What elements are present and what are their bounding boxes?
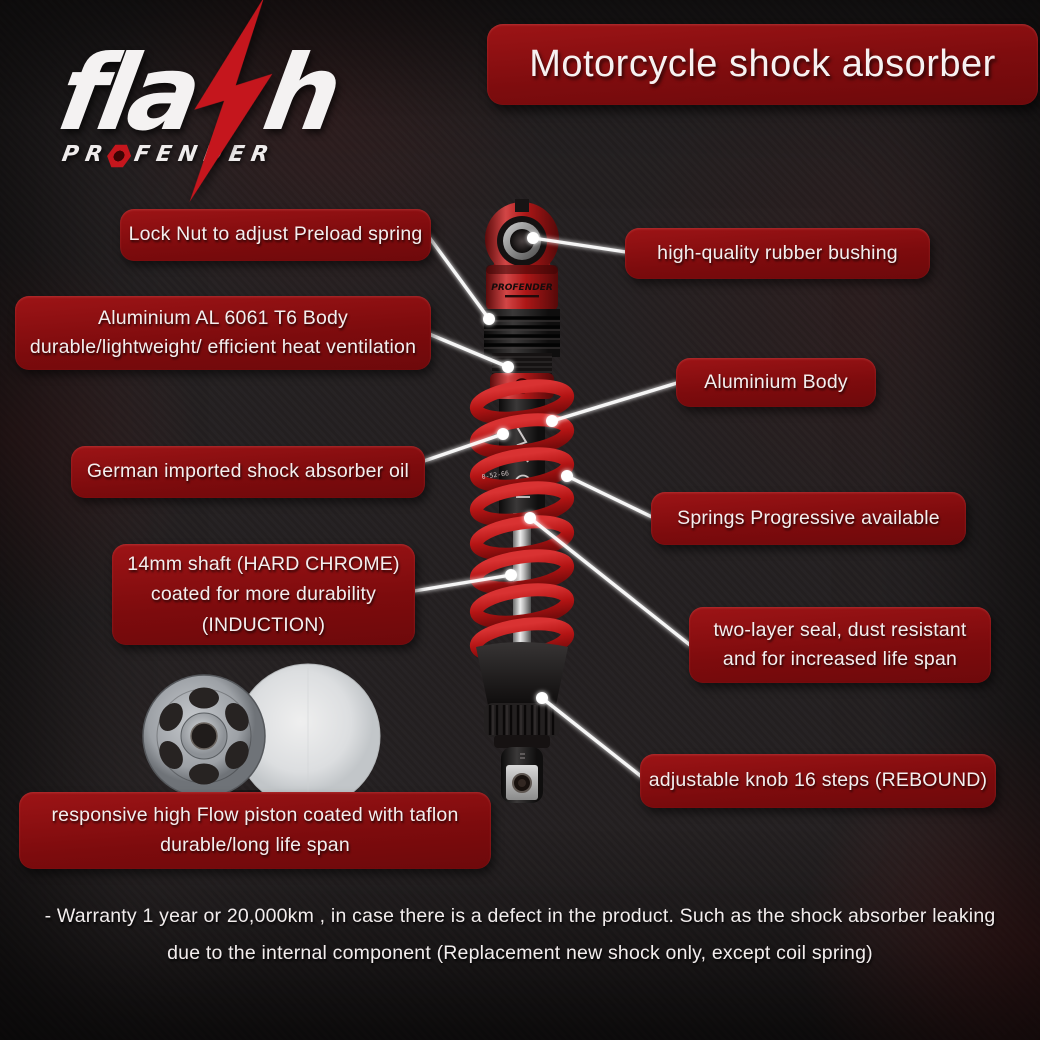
- piston-parts-image: [142, 663, 381, 809]
- lightning-bolt-icon: [189, 0, 273, 202]
- page-title: Motorcycle shock absorber: [487, 24, 1038, 105]
- callout-lock-nut: Lock Nut to adjust Preload spring: [120, 209, 431, 261]
- callout-seal: two-layer seal, dust resistant and for i…: [689, 607, 991, 683]
- top-cap: PROFENDER: [486, 265, 558, 311]
- rebound-adjuster-knob: [484, 703, 560, 748]
- callout-rubber-bushing: high-quality rubber bushing: [625, 228, 930, 279]
- cap-brand-text: PROFENDER: [491, 283, 553, 293]
- warranty-text: - Warranty 1 year or 20,000km , in case …: [44, 905, 996, 965]
- brand-logo-wordmark: fla h: [46, 0, 349, 202]
- callout-piston: responsive high Flow piston coated with …: [19, 792, 491, 869]
- shock-absorber-image: PROFENDER 0-52-66: [469, 199, 575, 803]
- spring-seat-cone: [476, 642, 568, 705]
- callout-german-oil: German imported shock absorber oil: [71, 446, 425, 498]
- callout-rebound-knob: adjustable knob 16 steps (REBOUND): [640, 754, 996, 808]
- logo-sub-pre: PR: [60, 141, 112, 167]
- spring-marking-text: 0-52-66: [481, 469, 509, 481]
- lower-clevis-mount: [501, 747, 543, 803]
- callout-aluminium-detail: Aluminium AL 6061 T6 Body durable/lightw…: [15, 296, 431, 370]
- preload-lock-nut: [484, 309, 560, 375]
- piston-wheel: [142, 674, 266, 798]
- callout-shaft: 14mm shaft (HARD CHROME) coated for more…: [112, 544, 415, 645]
- callout-aluminium-body: Aluminium Body: [676, 358, 876, 407]
- logo-text-pre: fla: [50, 32, 205, 154]
- callout-springs-progressive: Springs Progressive available: [651, 492, 966, 545]
- coil-spring: 0-52-66: [469, 379, 575, 663]
